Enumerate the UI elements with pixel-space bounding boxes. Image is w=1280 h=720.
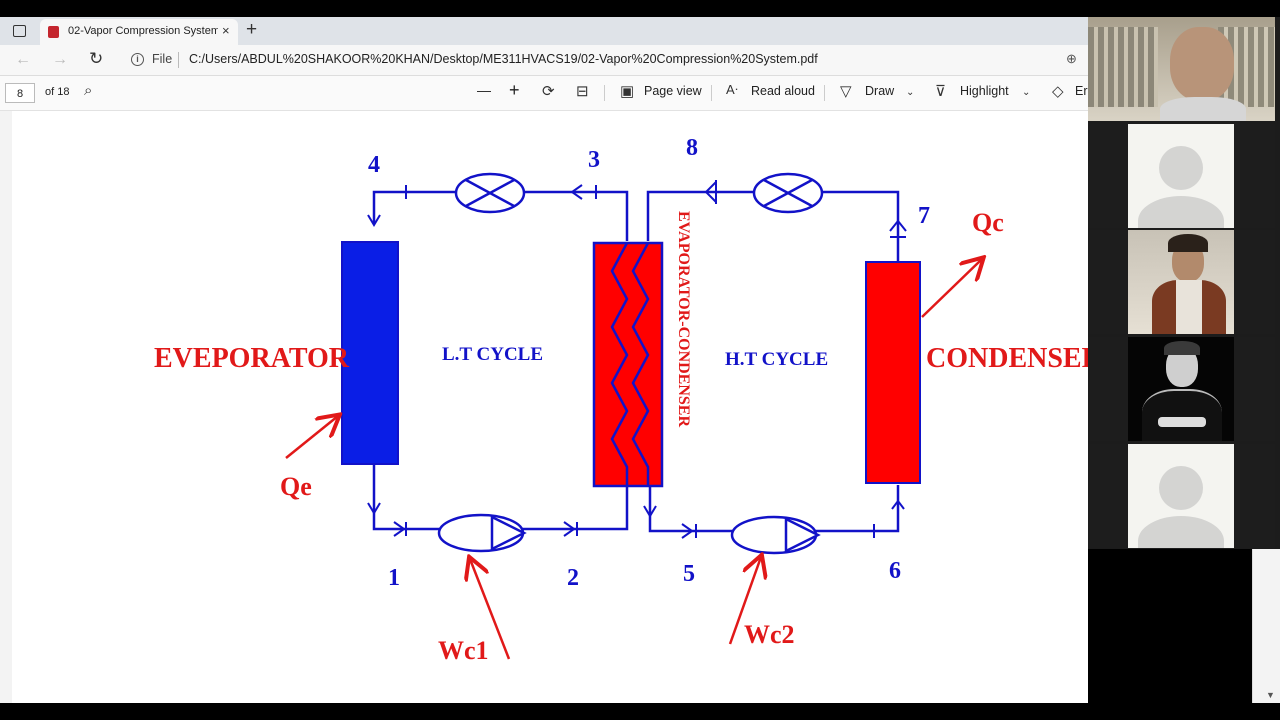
divider <box>178 52 179 68</box>
evaporator-block <box>341 241 399 465</box>
pdf-page: 4 3 8 7 1 2 5 6 EVEPORATOR CONDENSER L.T… <box>12 111 1088 703</box>
draw-icon: ▽ <box>840 83 852 100</box>
search-icon[interactable]: ⌕ <box>84 82 93 99</box>
tab-bar: 02-Vapor Compression System.pdf × + <box>0 17 1088 45</box>
energy-arrows <box>285 259 982 660</box>
qc-label: Qc <box>972 208 1004 237</box>
state-2: 2 <box>567 565 579 591</box>
cascade-refrigeration-diagram: 4 3 8 7 1 2 5 6 EVEPORATOR CONDENSER L.T… <box>154 135 1088 665</box>
state-3: 3 <box>588 147 600 173</box>
file-label: File <box>152 52 173 66</box>
state-4: 4 <box>368 152 380 178</box>
participant-tile-1[interactable] <box>1088 17 1275 121</box>
highlight-icon: ⊽ <box>935 83 946 100</box>
state-6: 6 <box>889 558 901 584</box>
qe-label: Qe <box>280 472 312 501</box>
page-number-input[interactable]: 8 <box>5 83 35 103</box>
compressor-lt <box>437 513 527 553</box>
highlight-button[interactable]: Highlight <box>960 84 1009 98</box>
participant-tile-5[interactable] <box>1088 444 1275 548</box>
evaporator-condenser-block <box>592 241 664 488</box>
chevron-down-icon[interactable]: ⌄ <box>1022 87 1031 98</box>
page-view-icon: ▣ <box>620 83 635 100</box>
page-total: of 18 <box>45 86 70 98</box>
evaporator-condenser-label: EVAPORATOR-CONDENSER <box>675 211 692 427</box>
chevron-down-icon[interactable]: ⌄ <box>906 87 915 98</box>
state-8: 8 <box>686 135 698 161</box>
expansion-valve-lt <box>454 172 526 214</box>
ht-cycle-label: H.T CYCLE <box>725 349 828 370</box>
flow-arrows <box>367 180 907 539</box>
participant-tile-2[interactable] <box>1088 124 1275 228</box>
read-aloud-button[interactable]: Read aloud <box>751 84 815 98</box>
read-aloud-icon: Aᐧ <box>726 82 738 97</box>
scroll-down-icon[interactable]: ▼ <box>1266 690 1275 700</box>
page-view-button[interactable]: Page view <box>644 84 702 98</box>
participant-tile-4[interactable] <box>1088 337 1275 441</box>
eraser-icon: ◇ <box>1052 83 1064 100</box>
zoom-out-button[interactable]: — <box>477 82 491 98</box>
close-tab-icon[interactable]: × <box>222 23 230 38</box>
compressor-ht <box>730 515 821 555</box>
state-point-labels: 4 3 8 7 1 2 5 6 <box>368 135 930 591</box>
default-avatar-icon <box>1128 444 1234 548</box>
browser-window: 02-Vapor Compression System.pdf × + ← → … <box>0 17 1088 703</box>
zoom-in-button[interactable]: + <box>509 80 520 100</box>
evaporator-label: EVEPORATOR <box>154 343 350 374</box>
toolbar-divider <box>711 85 712 101</box>
forward-arrow-icon[interactable]: → <box>52 51 68 68</box>
back-arrow-icon[interactable]: ← <box>15 51 31 68</box>
toolbar-divider <box>604 85 605 101</box>
url-field[interactable]: C:/Users/ABDUL%20SHAKOOR%20KHAN/Desktop/… <box>189 52 818 66</box>
participants-panel <box>1088 17 1280 549</box>
participant-tile-3[interactable] <box>1088 230 1275 334</box>
expansion-valve-ht <box>752 172 824 214</box>
lt-cycle-label: L.T CYCLE <box>442 344 543 365</box>
info-icon[interactable]: i <box>131 53 144 66</box>
state-1: 1 <box>388 565 400 591</box>
zoom-icon[interactable]: ⊕ <box>1066 51 1077 66</box>
toolbar-divider <box>824 85 825 101</box>
default-avatar-icon <box>1128 124 1234 228</box>
pdf-toolbar: 8 of 18 ⌕ — + ⟳ ⊟ ▣ Page view Aᐧ Read al… <box>0 76 1088 111</box>
heat-exchanger-coils <box>610 242 650 486</box>
address-bar: ← → ↻ i File C:/Users/ABDUL%20SHAKOOR%20… <box>0 45 1088 76</box>
pdf-file-icon <box>48 26 59 38</box>
wc1-label: Wc1 <box>438 636 489 665</box>
new-tab-button[interactable]: + <box>246 19 258 40</box>
state-7: 7 <box>918 203 930 229</box>
condenser-block <box>865 261 921 484</box>
wc2-label: Wc2 <box>744 620 795 649</box>
window-menu-icon[interactable] <box>13 25 26 37</box>
refresh-icon[interactable]: ↻ <box>89 49 104 68</box>
condenser-label: CONDENSER <box>926 343 1088 374</box>
tab-pdf[interactable]: 02-Vapor Compression System.pdf × <box>40 19 238 45</box>
state-5: 5 <box>683 561 695 587</box>
draw-button[interactable]: Draw <box>865 84 895 98</box>
fit-page-icon[interactable]: ⊟ <box>576 83 589 100</box>
rotate-icon[interactable]: ⟳ <box>542 83 555 100</box>
tab-title: 02-Vapor Compression System.pdf <box>68 25 218 37</box>
erase-button[interactable]: Erase <box>1075 84 1088 98</box>
